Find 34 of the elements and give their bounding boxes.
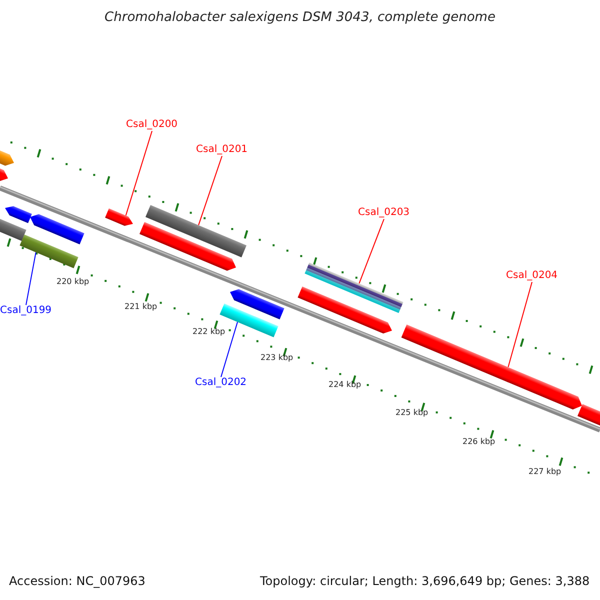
accession-label: Accession: NC_007963 (9, 574, 146, 588)
gene-feature (0, 216, 26, 241)
leader-line (198, 156, 222, 226)
scale-label: 227 kbp (528, 467, 562, 476)
scale-label: 220 kbp (56, 277, 90, 286)
gene-label: Csal_0199 (0, 305, 52, 317)
gene-feature (298, 286, 392, 334)
gene-feature (145, 205, 247, 258)
scale-label: 222 kbp (192, 327, 226, 336)
scale-label: 225 kbp (396, 408, 428, 417)
leader-line (508, 282, 532, 368)
leader-line (220, 322, 238, 378)
gene-feature (5, 206, 32, 224)
leader-line (125, 130, 152, 216)
gene-feature (230, 289, 284, 320)
gene-label: Csal_0201 (196, 144, 248, 156)
leader-line (26, 252, 36, 306)
genome-info: Topology: circular; Length: 3,696,649 bp; Genes: 3,388 (260, 574, 590, 588)
gene-feature (105, 208, 133, 226)
gene-feature (304, 262, 404, 313)
gene-feature (577, 404, 600, 427)
gene-label: Csal_0204 (506, 270, 558, 282)
gene-feature (30, 214, 84, 244)
gene-feature (20, 234, 78, 268)
scale-label: 226 kbp (462, 437, 496, 446)
scale-label: 223 kbp (260, 353, 294, 362)
gene-label: Csal_0200 (126, 119, 178, 131)
scale-label: 221 kbp (124, 302, 158, 311)
gene-feature (139, 222, 236, 271)
scale-label: 224 kbp (328, 380, 362, 389)
gene-label: Csal_0202 (195, 377, 247, 389)
gene-label: Csal_0203 (358, 207, 410, 219)
title: Chromohalobacter salexigens DSM 3043, complete genome (104, 10, 496, 25)
gene-feature (401, 324, 582, 410)
